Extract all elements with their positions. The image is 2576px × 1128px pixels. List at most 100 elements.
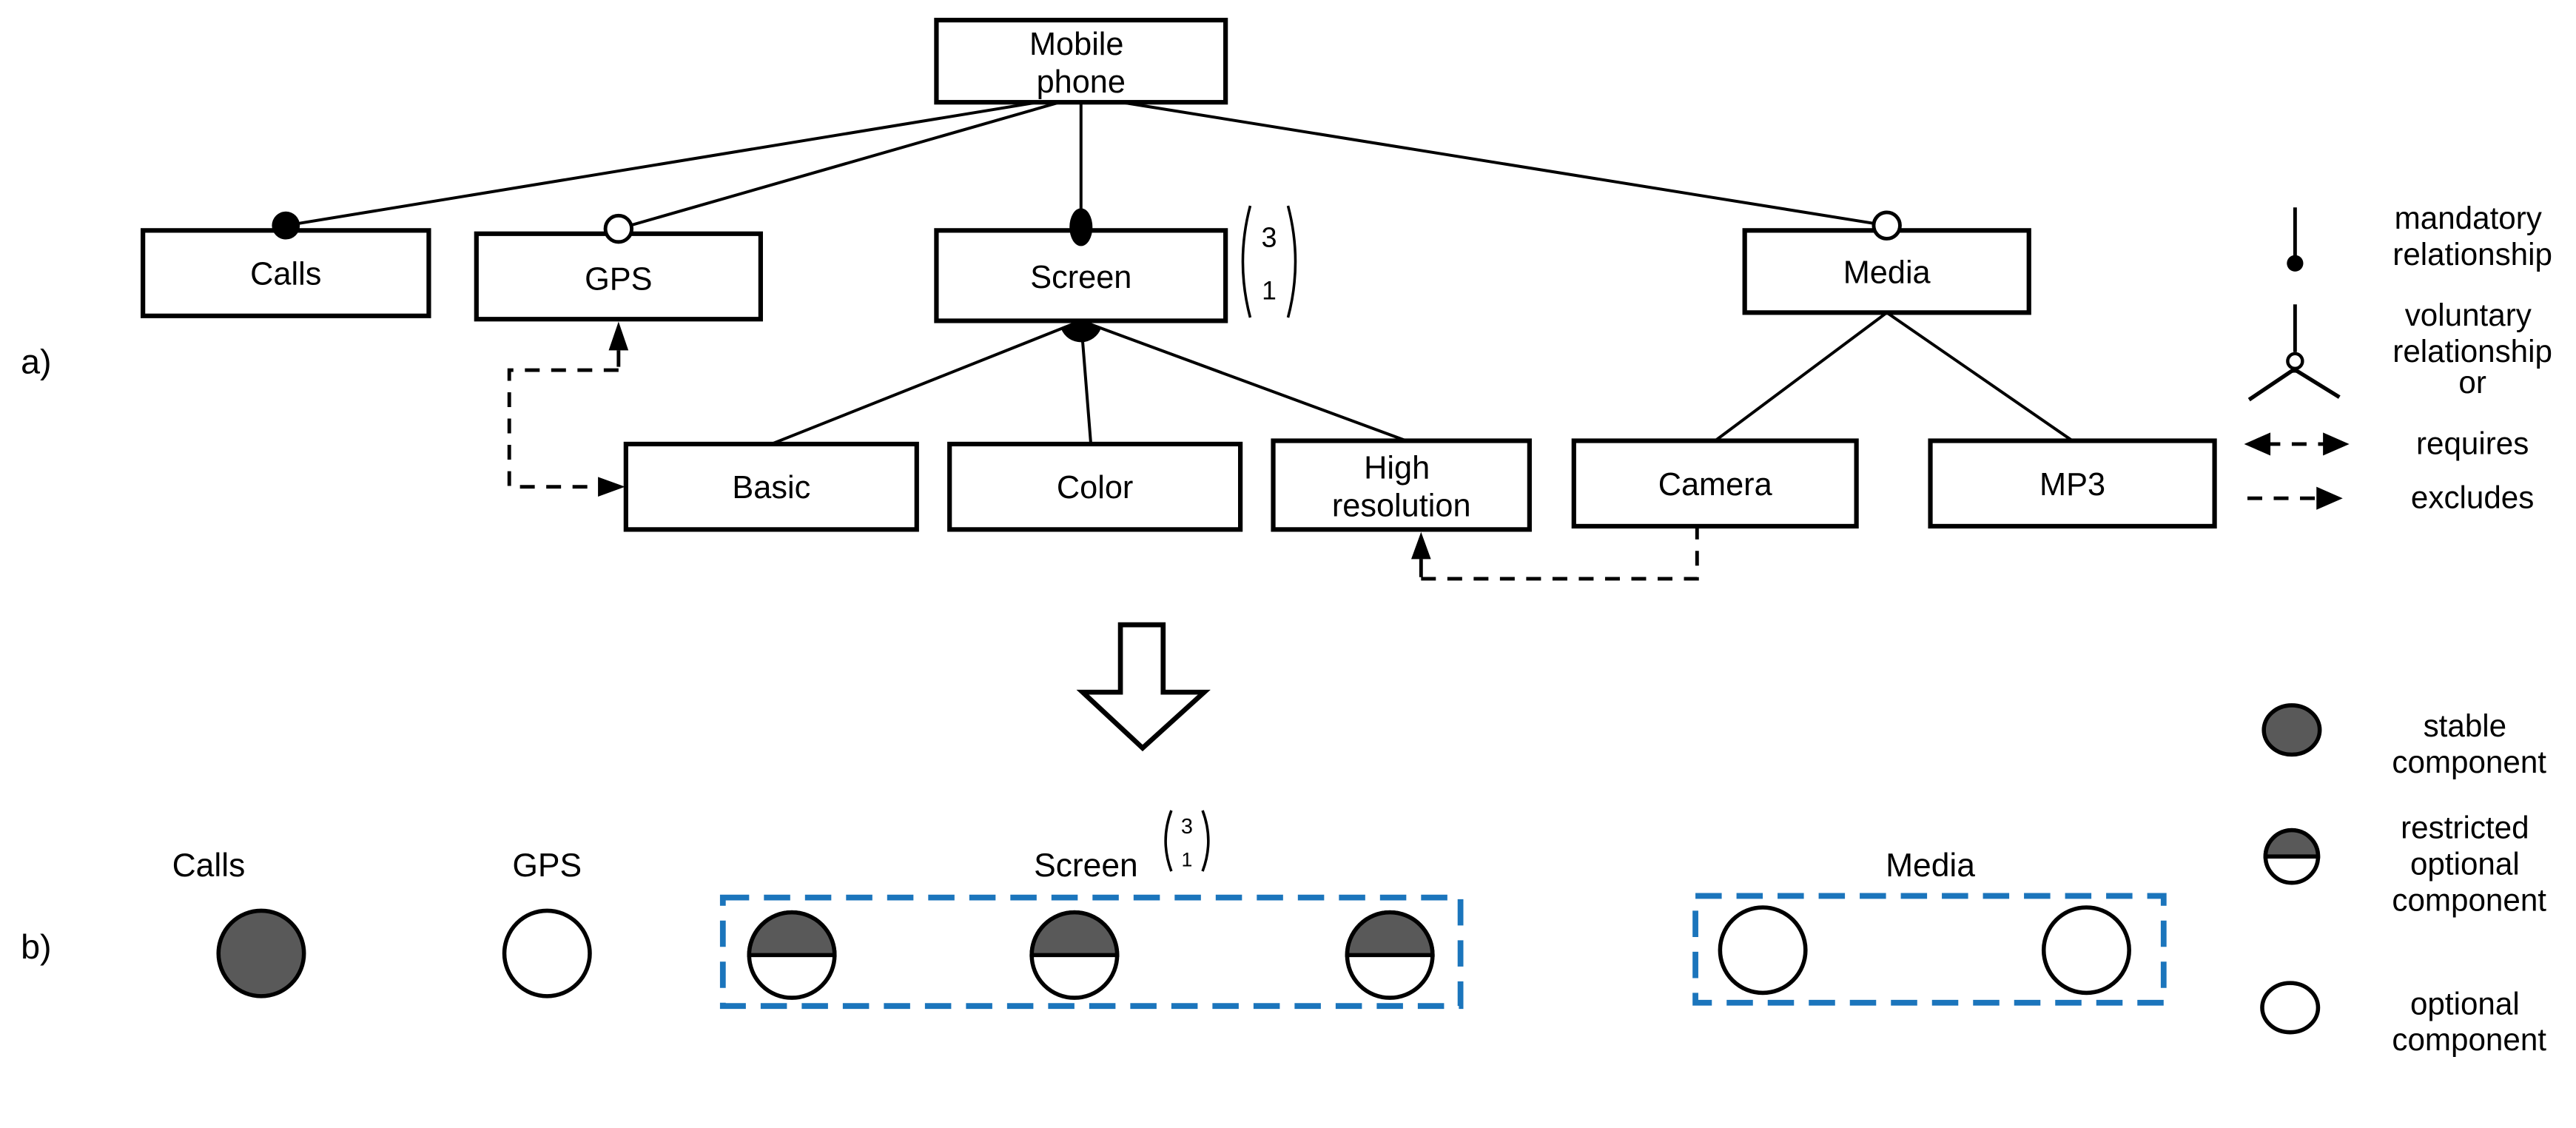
component-label-media: Media [1886, 847, 1975, 884]
feature-box-high-resolution [1271, 438, 1532, 532]
relationship-ends [272, 208, 1902, 246]
transform-down-arrow-icon [1076, 622, 1211, 752]
feature-box-calls [141, 228, 431, 318]
b-cardinality-bottom: 1 [1182, 848, 1193, 870]
feature-box-basic [623, 441, 919, 532]
optional-word2: component [2392, 1022, 2546, 1057]
feature-label-gps: GPS [585, 261, 652, 297]
restricted-legend-label: restricted optional component [2392, 810, 2546, 918]
requires-legend-label: requires [2416, 426, 2529, 460]
feature-label-resolution: resolution [1332, 489, 1471, 524]
screen-component-group-box [719, 894, 1464, 1010]
requires-right-arrowhead-icon [2323, 432, 2350, 456]
component-label-calls: Calls [172, 847, 246, 884]
mandatory-legend-dot-icon [2287, 255, 2304, 272]
feature-label-media: Media [1843, 255, 1931, 290]
excludes-legend-label: excludes [2411, 480, 2534, 515]
stable-legend-label: stable component [2392, 708, 2546, 779]
mandatory-legend-label: mandatory relationship [2392, 201, 2552, 272]
screen-cardinality: 3 1 [1241, 205, 1297, 318]
stable-word: stable [2424, 708, 2507, 743]
stable-word2: component [2392, 745, 2546, 779]
cardinality-bottom: 1 [1262, 276, 1277, 306]
edge-screen-highres [1080, 319, 1408, 443]
edge-root-media [1090, 95, 1888, 227]
feature-box-media [1742, 228, 2031, 315]
or-group-arc [1060, 320, 1101, 343]
voluntary-circle-gps-icon [603, 213, 634, 244]
feature-label-screen: Screen [1030, 260, 1131, 295]
restricted-component-screen-2-icon [1029, 910, 1120, 1000]
restricted-word3: component [2392, 882, 2546, 917]
arrowhead-right-basic-icon [598, 477, 625, 497]
restricted-legend-circle-icon [2263, 827, 2321, 885]
screen-edges [770, 319, 1408, 446]
restricted-component-screen-1-icon [747, 910, 837, 1000]
media-edges [1714, 311, 2074, 443]
component-row: Calls GPS Screen 3 1 Media [172, 810, 2167, 1010]
feature-label-mobile-phone: Mobile phone [1029, 27, 1133, 100]
feature-box-color [947, 441, 1243, 532]
or-legend-label: or [2458, 365, 2486, 400]
optional-word: optional [2410, 986, 2520, 1021]
b-cardinality-top: 3 [1181, 815, 1193, 839]
voluntary-legend-label: voluntary relationship [2392, 298, 2552, 369]
cardinality-right-paren [1286, 205, 1297, 318]
restricted-word: restricted [2401, 810, 2529, 845]
mandatory-dot-screen-icon [1069, 208, 1093, 246]
cardinality-top: 3 [1261, 222, 1277, 253]
feature-label-basic: Basic [732, 470, 810, 506]
excludes-gps-basic [507, 321, 629, 497]
feature-label-mp3: MP3 [2039, 467, 2105, 503]
feature-box-gps [474, 231, 763, 322]
optional-component-media-2-icon [2041, 905, 2131, 996]
restricted-legend-top-half [2263, 827, 2321, 859]
mandatory-dot-calls-icon [272, 211, 300, 240]
optional-legend-label: optional component [2392, 986, 2546, 1057]
stable-legend-circle-icon [2261, 703, 2322, 757]
arrowhead-up-gps-icon [608, 321, 629, 351]
dashed-elbow-gps-basic [507, 368, 619, 489]
mandatory-word2: relationship [2392, 237, 2552, 272]
feature-label-camera: Camera [1658, 467, 1773, 503]
or-legend-arc-icon [2279, 369, 2310, 380]
restricted-top-half [1029, 910, 1120, 958]
stable-component-calls-icon [216, 908, 306, 998]
feature-boxes: Mobile phone Calls GPS Screen Media Basi… [141, 18, 2217, 532]
feature-box-camera [1571, 438, 1859, 529]
arrowhead-up-highres-icon [1411, 531, 1431, 560]
component-legend: stable component restricted optional com… [2260, 703, 2546, 1057]
feature-label-mobile: Mobile [1029, 27, 1124, 62]
voluntary-word: voluntary [2405, 298, 2532, 332]
component-label-screen: Screen [1034, 847, 1138, 884]
feature-label-high-resolution: High resolution [1332, 451, 1471, 524]
feature-label-calls: Calls [250, 257, 321, 292]
feature-box-mobile-phone [934, 18, 1228, 105]
restricted-component-screen-3-icon [1345, 910, 1435, 1000]
root-edges [285, 95, 1888, 231]
optional-legend-circle-icon [2260, 981, 2321, 1035]
mandatory-word: mandatory [2395, 201, 2542, 235]
relationship-legend: mandatory relationship voluntary relatio… [2244, 201, 2552, 515]
edge-media-camera [1714, 311, 1888, 443]
optional-component-gps-icon [502, 908, 592, 998]
feature-box-mp3 [1928, 438, 2217, 529]
or-legend-chevron-icon [2247, 366, 2341, 402]
excludes-arrowhead-icon [2316, 486, 2343, 510]
component-label-gps: GPS [512, 847, 582, 884]
excludes-camera-highres [1411, 528, 1699, 581]
edge-media-mp3 [1886, 311, 2074, 443]
panel-b-label: b) [21, 927, 51, 966]
feature-label-high: High [1364, 451, 1430, 486]
b-cardinality-right-paren [1201, 810, 1210, 872]
restricted-word2: optional [2410, 847, 2520, 882]
edge-screen-basic [770, 319, 1082, 446]
voluntary-circle-media-icon [1872, 210, 1902, 241]
restricted-top-half [1345, 910, 1435, 958]
voluntary-word2: relationship [2392, 334, 2552, 369]
cardinality-left-paren [1241, 205, 1252, 318]
edge-root-gps [618, 97, 1072, 231]
b-cardinality-left-paren [1164, 810, 1173, 872]
